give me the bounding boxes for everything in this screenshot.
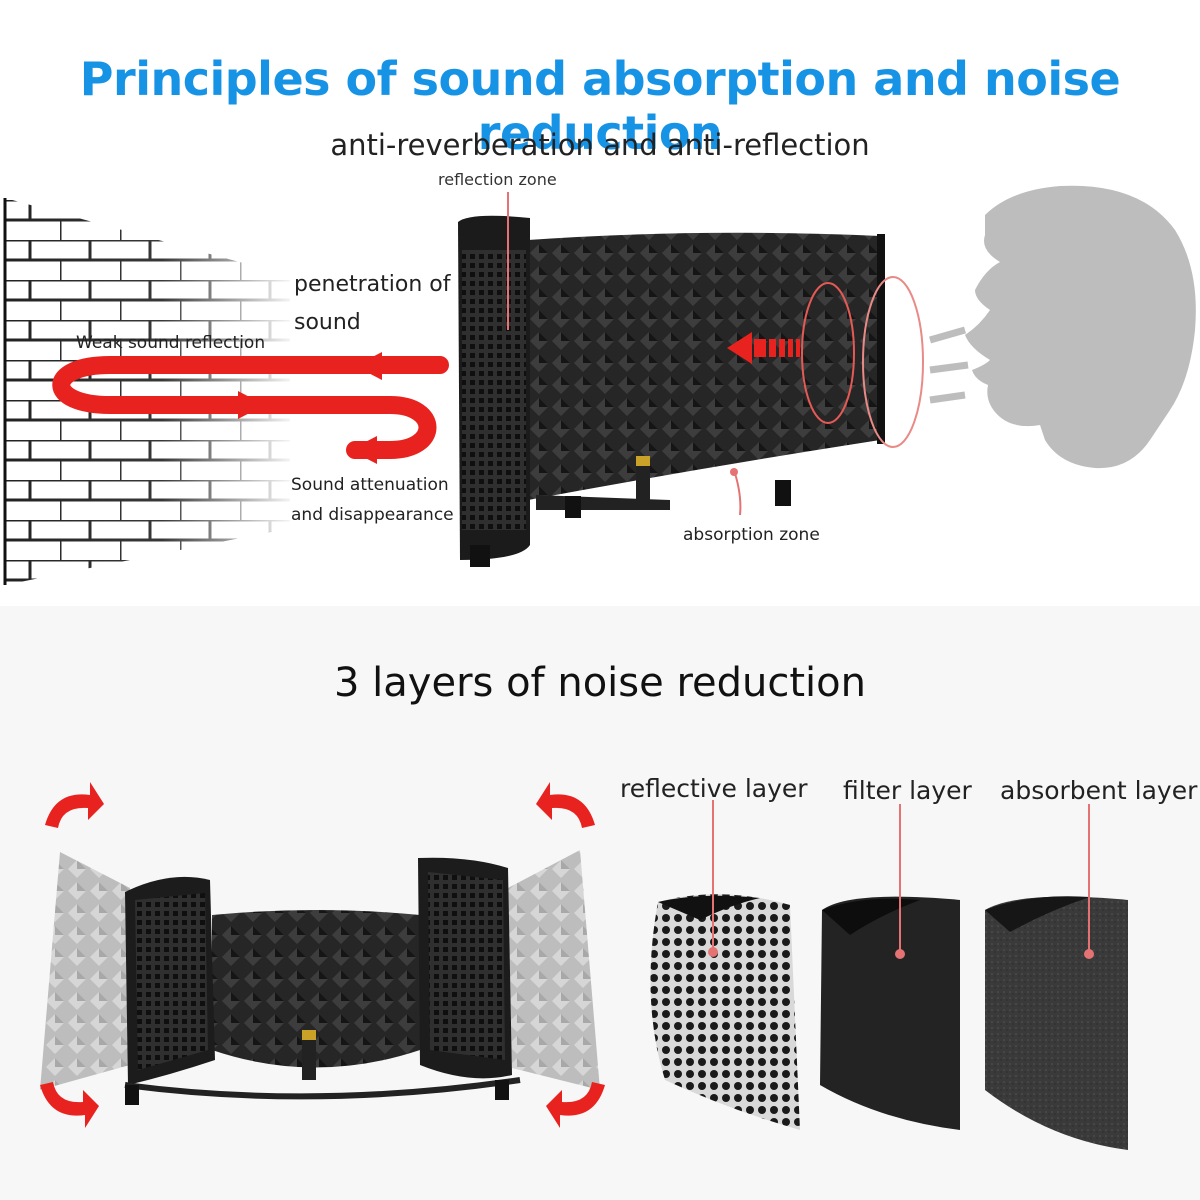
head-silhouette-icon: [929, 185, 1196, 469]
label-attenuation-line1: Sound attenuation: [291, 475, 449, 495]
label-absorption-zone: absorption zone: [683, 525, 820, 545]
sound-path-arrows: [52, 352, 449, 464]
label-filter-layer: filter layer: [843, 776, 972, 805]
label-attenuation: Sound attenuation and disappearance: [291, 470, 454, 530]
wall-icon: [3, 198, 290, 585]
expanded-shield-icon: [40, 850, 600, 1105]
rotate-arrow-icon: [40, 782, 605, 1128]
section-title-layers: 3 layers of noise reduction: [334, 660, 866, 706]
label-attenuation-line2: and disappearance: [291, 505, 454, 525]
label-absorbent-layer: absorbent layer: [1000, 776, 1198, 805]
vocal-shield-icon: [458, 192, 924, 567]
label-penetration-line2: sound: [294, 310, 361, 335]
page-title: Principles of sound absorption and noise…: [79, 52, 1121, 160]
layer-samples: [650, 800, 1128, 1150]
label-penetration-line1: penetration of: [294, 272, 451, 297]
label-reflection-zone: reflection zone: [438, 170, 557, 189]
label-weak-reflection: Weak sound reflection: [76, 333, 266, 353]
label-reflective-layer: reflective layer: [620, 774, 808, 803]
label-penetration: penetration of sound: [294, 266, 450, 342]
subtitle-anti-reverberation: anti-reverberation and anti-reflection: [330, 128, 870, 162]
